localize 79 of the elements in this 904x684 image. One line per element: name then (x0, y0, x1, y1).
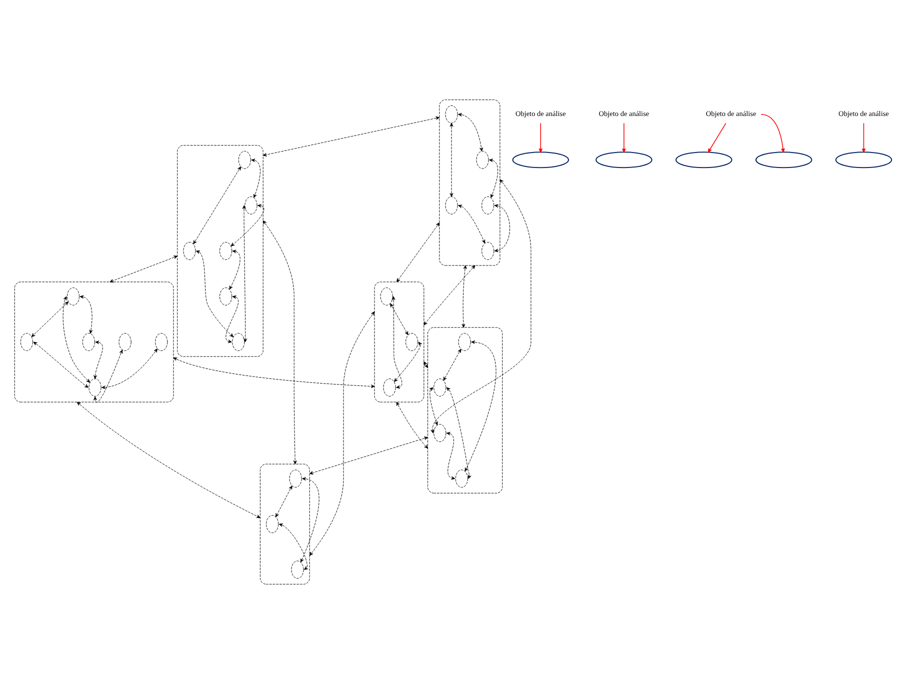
node-ellipse (482, 242, 494, 260)
arrow (396, 402, 428, 449)
node-ellipse (445, 105, 458, 124)
arrow (446, 387, 472, 479)
arrow (276, 486, 292, 518)
node-ellipse (238, 150, 251, 169)
arrow (458, 112, 484, 152)
arrow (464, 340, 496, 472)
arrow (443, 348, 462, 381)
node-ellipse (512, 152, 570, 168)
arrow (193, 166, 242, 244)
node-ellipse (380, 288, 393, 306)
node-ellipse (232, 333, 245, 351)
arrow (309, 436, 428, 474)
node-ellipse (155, 333, 168, 351)
node-ellipse (289, 470, 302, 488)
arrow (278, 523, 308, 570)
arrow (462, 265, 467, 328)
arrow (430, 179, 532, 434)
node-ellipse (383, 378, 396, 396)
node-ellipse (755, 152, 812, 168)
arrow (251, 158, 260, 198)
arrow (390, 303, 408, 336)
node-ellipse (434, 378, 446, 396)
node-ellipse (458, 333, 471, 351)
node-ellipse (596, 152, 652, 168)
arrow (173, 357, 375, 388)
arrow (450, 122, 454, 197)
arrow (394, 342, 422, 382)
arrow (424, 265, 476, 326)
arrow (494, 204, 510, 252)
arrow (76, 402, 260, 518)
node-ellipse (455, 470, 468, 488)
node-ellipse (835, 152, 892, 168)
node-ellipse (20, 333, 34, 351)
node-ellipse (220, 288, 232, 306)
arrow (862, 122, 866, 152)
arrow (33, 342, 88, 388)
node-ellipse (291, 560, 304, 579)
arrow (229, 250, 240, 290)
arrow (309, 311, 375, 556)
node-ellipse (66, 288, 80, 306)
arrow (262, 116, 440, 156)
node-ellipse (183, 242, 196, 260)
arrow (242, 205, 248, 342)
arrow (538, 122, 543, 152)
node-ellipse (445, 196, 458, 214)
arrow (110, 256, 178, 282)
arrow (93, 350, 123, 402)
arrow (392, 296, 402, 389)
node-ellipse (406, 333, 418, 351)
node-ellipse (244, 196, 258, 214)
arrow (708, 122, 726, 152)
arrow (622, 122, 626, 152)
arrow (196, 250, 234, 338)
node-ellipse (266, 515, 279, 534)
arrow (262, 220, 297, 464)
node-ellipse (476, 150, 489, 169)
arrow (93, 340, 103, 380)
arrow (226, 295, 239, 344)
node-ellipse (82, 333, 96, 351)
arrow (458, 204, 486, 244)
arrow (760, 114, 785, 152)
node-ellipse (118, 333, 132, 351)
node-ellipse (434, 424, 446, 442)
arrow (300, 477, 320, 562)
arrow (102, 348, 158, 390)
arrow (396, 222, 440, 282)
node-ellipse (220, 242, 232, 260)
arrow (80, 295, 93, 334)
arrow (429, 387, 438, 426)
arrow (230, 204, 264, 246)
arrow (31, 301, 68, 338)
node-ellipse (88, 378, 102, 396)
arrow (446, 432, 456, 480)
node-ellipse (482, 196, 494, 214)
arrow (489, 158, 498, 198)
arrow (62, 296, 90, 383)
node-ellipse (676, 152, 732, 168)
